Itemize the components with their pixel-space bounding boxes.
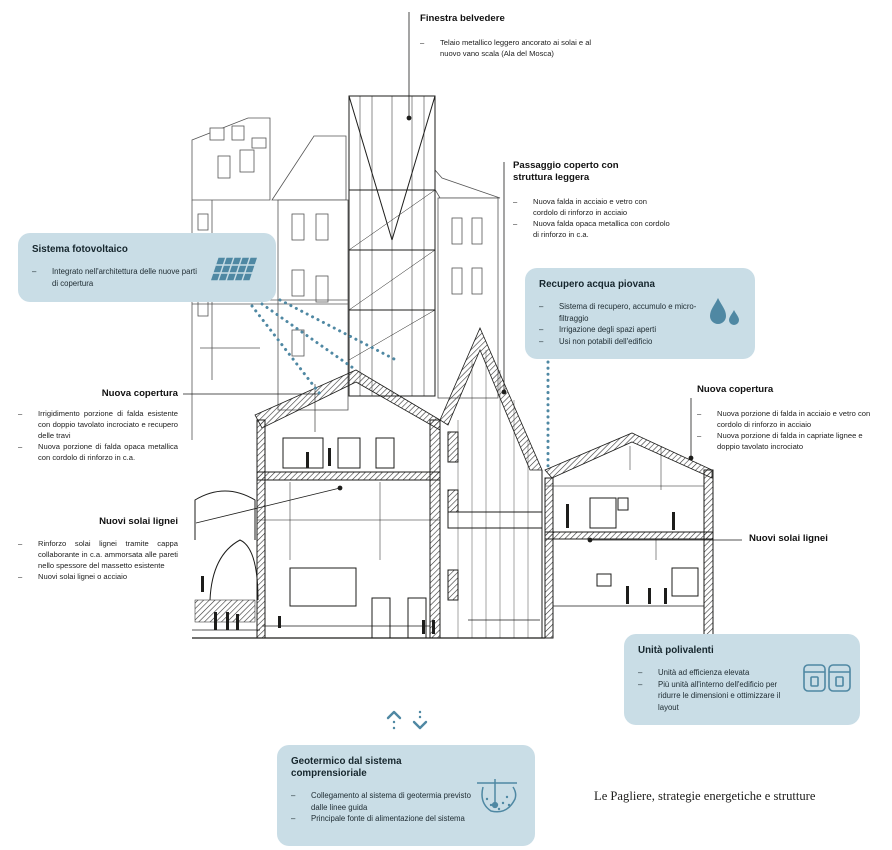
annotation-solai-left-text: Rinforzo solai lignei tramite cappa coll… [38, 539, 178, 570]
card-fotovoltaico: Sistema fotovoltaico Integrato nell'arch… [18, 233, 276, 302]
card-geotermico: Geotermico dal sistema comprensioriale C… [277, 745, 535, 846]
annotation-solai-left-item: Nuovi solai lignei o acciaio [18, 571, 178, 582]
card-fotovoltaico-list: Integrato nell'architettura delle nuove … [32, 266, 202, 289]
right-building-section [544, 432, 714, 639]
card-acqua-item: Sistema di recupero, accumulo e micro-fi… [539, 301, 701, 324]
annotation-copertura-left-item: Irrigidimento porzione di falda esistent… [18, 408, 178, 441]
annotation-finestra-list: Telaio metallico leggero ancorato ai sol… [420, 37, 595, 59]
annotation-solai-right: Nuovi solai lignei [749, 533, 879, 557]
annotation-solai-left-list: Rinforzo solai lignei tramite cappa coll… [18, 538, 178, 582]
dotted-links [250, 298, 550, 468]
annotation-copertura-left-text: Nuova porzione di falda opaca metallica … [38, 442, 178, 462]
annotation-passaggio-list: Nuova falda in acciaio e vetro con cordo… [513, 196, 673, 240]
people-figures [201, 448, 675, 634]
portico-section [192, 490, 704, 639]
card-unita-item: Più unità all'interno dell'edificio per … [638, 679, 796, 714]
annotation-finestra-title: Finestra belvedere [420, 13, 505, 24]
card-acqua-item: Irrigazione degli spazi aperti [539, 324, 701, 336]
annotation-solai-left: Nuovi solai lignei Rinforzo solai lignei… [18, 516, 178, 582]
card-unita-title: Unità polivalenti [638, 645, 714, 656]
card-unita: Unità polivalenti Unità ad efficienza el… [624, 634, 860, 725]
card-unita-list: Unità ad efficienza elevata Più unità al… [638, 667, 796, 713]
card-acqua-list: Sistema di recupero, accumulo e micro-fi… [539, 301, 701, 347]
annotation-copertura-right-list: Nuova porzione di falda in acciaio e vet… [697, 408, 877, 452]
card-acqua: Recupero acqua piovana Sistema di recupe… [525, 268, 755, 359]
water-drops-icon [710, 298, 739, 325]
card-unita-item: Unità ad efficienza elevata [638, 667, 796, 679]
annotation-copertura-left: Nuova copertura Irrigidimento porzione d… [18, 388, 178, 463]
card-geotermico-item: Collegamento al sistema di geotermia pre… [291, 790, 473, 813]
annotation-copertura-left-text: Irrigidimento porzione di falda esistent… [38, 409, 178, 440]
annotation-passaggio-item: Nuova falda opaca metallica con cordolo … [513, 218, 673, 240]
annotation-finestra-item: Telaio metallico leggero ancorato ai sol… [420, 37, 595, 59]
annotation-copertura-left-list: Irrigidimento porzione di falda esistent… [18, 408, 178, 463]
card-fotovoltaico-title: Sistema fotovoltaico [32, 244, 128, 255]
annotation-copertura-right-title: Nuova copertura [697, 384, 774, 395]
annotation-copertura-left-title: Nuova copertura [101, 388, 178, 399]
geothermal-probe-icon [477, 779, 517, 813]
annotation-solai-left-item: Rinforzo solai lignei tramite cappa coll… [18, 538, 178, 571]
card-acqua-item: Usi non potabili dell'edificio [539, 336, 701, 348]
card-geotermico-title: Geotermico dal sistema comprensioriale [291, 756, 402, 779]
annotation-passaggio-item: Nuova falda in acciaio e vetro con cordo… [513, 196, 673, 218]
passage-section [439, 326, 543, 638]
hvac-units-icon [803, 664, 851, 692]
page-caption: Le Pagliere, strategie energetiche e str… [594, 789, 816, 803]
annotation-solai-left-title: Nuovi solai lignei [99, 516, 178, 527]
annotation-finestra: Finestra belvedere Telaio metallico legg… [420, 13, 595, 59]
card-fotovoltaico-item: Integrato nell'architettura delle nuove … [32, 266, 202, 289]
card-geotermico-list: Collegamento al sistema di geotermia pre… [291, 790, 473, 825]
annotation-passaggio-title: Passaggio coperto con struttura leggera [513, 160, 619, 183]
annotation-copertura-right: Nuova copertura Nuova porzione di falda … [697, 384, 877, 452]
annotation-solai-right-title: Nuovi solai lignei [749, 533, 828, 544]
solar-panel-icon [209, 256, 259, 282]
card-geotermico-item: Principale fonte di alimentazione del si… [291, 813, 473, 825]
belvedere-tower [348, 95, 436, 397]
annotation-copertura-right-item: Nuova porzione di falda in capriate lign… [697, 430, 877, 452]
annotation-copertura-right-item: Nuova porzione di falda in acciaio e vet… [697, 408, 877, 430]
exchange-arrows-icon [386, 710, 428, 730]
leader-lines [183, 12, 742, 543]
card-acqua-title: Recupero acqua piovana [539, 279, 655, 290]
annotation-passaggio: Passaggio coperto con struttura leggera … [513, 160, 673, 240]
annotation-solai-left-text: Nuovi solai lignei o acciaio [38, 572, 128, 581]
annotation-copertura-left-item: Nuova porzione di falda opaca metallica … [18, 441, 178, 463]
